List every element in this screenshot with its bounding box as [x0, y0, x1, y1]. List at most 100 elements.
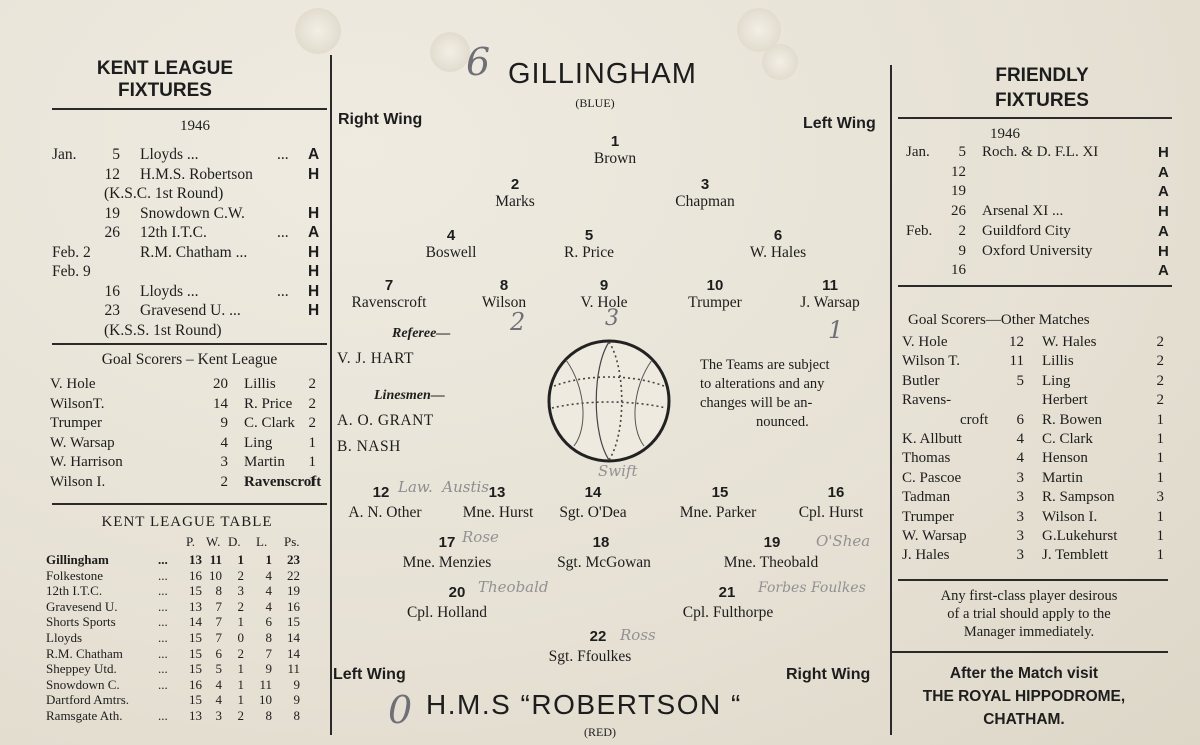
table-cell-w: 7	[215, 630, 223, 645]
after-match-line: THE ROYAL HIPPODROME,	[922, 688, 1126, 705]
friendly-fixtures-title-line1: FRIENDLY	[995, 65, 1089, 86]
table-cell-ps: 19	[287, 583, 300, 599]
table-dots: ...	[158, 645, 168, 661]
player-name: Wilson	[481, 294, 527, 311]
player-number: 8	[499, 277, 509, 294]
player-name: Trumper	[688, 294, 742, 311]
table-team: Dartford Amtrs.	[46, 692, 130, 708]
table-column-header: Ps.	[284, 534, 300, 549]
table-cell-l: 11	[259, 676, 272, 692]
player-number: 7	[384, 277, 394, 294]
scorer-goals: 6	[1016, 411, 1025, 428]
table-cell-d: 2	[237, 645, 245, 661]
divider	[898, 117, 1172, 119]
after-match-line: After the Match visit	[949, 665, 1099, 682]
table-cell-d: 1	[237, 614, 245, 630]
kent-fixtures-title-line1: KENT LEAGUE	[96, 58, 234, 79]
scorer-goals: 11	[1009, 353, 1024, 370]
scorer-goals: 14	[213, 395, 228, 412]
fixture-opponent: 12th I.T.C.	[140, 224, 207, 241]
player-name: Marks	[495, 193, 535, 210]
player-name: R. Price	[564, 244, 614, 261]
referee-label: Referee—	[392, 326, 451, 341]
table-cell-w: 10	[209, 567, 222, 583]
scorer-goals: 1	[308, 434, 317, 451]
table-dots: ...	[158, 614, 168, 630]
scorer-name: G.Lukehurst	[1042, 528, 1118, 544]
friendly-fixtures-year: 1946	[990, 126, 1020, 142]
table-cell-d: 1	[237, 661, 245, 677]
player-name: Cpl. Holland	[406, 604, 488, 621]
fixture-venue: A	[1158, 222, 1169, 240]
scorer-goals: 12	[1009, 334, 1024, 350]
table-dots: ...	[158, 552, 168, 567]
after-match-line: CHATHAM.	[983, 711, 1065, 728]
scorer-name: Wilson I.	[50, 473, 106, 490]
fixture-venue: H	[1158, 242, 1169, 260]
trial-notice-line: of a trial should apply to the	[947, 606, 1111, 622]
fixture-venue: H	[308, 165, 320, 183]
player-number: 19	[763, 534, 781, 551]
table-cell-d: 3	[237, 583, 245, 599]
scorer-name: C. Clark	[244, 415, 295, 431]
other-scorers-title: Goal Scorers—Other Matches	[908, 312, 1090, 328]
table-cell-ps: 23	[287, 552, 300, 567]
fixture-opponent: Oxford University	[982, 242, 1093, 259]
scorer-goals: 2	[308, 415, 317, 431]
football-icon	[547, 339, 671, 463]
trial-notice: Any first-class player desirous of a tri…	[898, 587, 1160, 641]
table-dots: ...	[158, 583, 168, 599]
table-cell-d: 1	[237, 676, 245, 692]
table-cell-ps: 16	[287, 598, 300, 614]
fixture-month: Jan.	[52, 146, 77, 163]
table-cell-p: 13	[189, 598, 202, 614]
table-cell-l: 7	[265, 645, 273, 661]
table-cell-p: 13	[189, 708, 202, 723]
scorer-goals: 1	[1156, 528, 1165, 544]
fixture-venue: A	[1158, 183, 1169, 201]
fixture-opponent: (K.S.C. 1st Round)	[104, 185, 224, 202]
table-dots: ...	[158, 598, 168, 614]
left-wing-label-top: Left Wing	[803, 115, 876, 132]
away-team-colour: (RED)	[584, 725, 616, 739]
scorer-goals: 3	[1016, 489, 1025, 506]
table-cell-d: 2	[237, 598, 245, 614]
table-cell-p: 16	[189, 676, 202, 692]
fixture-venue: A	[1158, 163, 1169, 181]
scorer-name: Henson	[1042, 450, 1088, 467]
trial-notice-line: Any first-class player desirous	[940, 588, 1118, 604]
fixture-opponent: Lloyds ...	[140, 146, 199, 163]
scorer-name: Wilson I.	[1042, 508, 1098, 525]
paper-stain	[430, 32, 470, 72]
fixture-venue: H	[308, 263, 320, 280]
scorer-name: R. Sampson	[1042, 489, 1115, 506]
table-cell-ps: 22	[287, 567, 300, 583]
table-cell-d: 2	[237, 708, 245, 723]
fixture-day: 12	[104, 165, 121, 183]
divider	[898, 579, 1168, 581]
fixture-day: 19	[104, 204, 121, 222]
table-cell-w: 3	[215, 708, 223, 723]
fixture-day: 26	[104, 224, 121, 241]
referee-name: V. J. HART	[337, 350, 414, 367]
player-name: Sgt. Ffoulkes	[548, 648, 632, 665]
scorer-goals: 1	[1156, 547, 1165, 564]
away-score-handwritten: 0	[388, 688, 413, 732]
table-cell-d: 0	[237, 630, 245, 645]
table-cell-w: 8	[215, 583, 223, 599]
scorer-name: K. Allbutt	[902, 431, 963, 447]
